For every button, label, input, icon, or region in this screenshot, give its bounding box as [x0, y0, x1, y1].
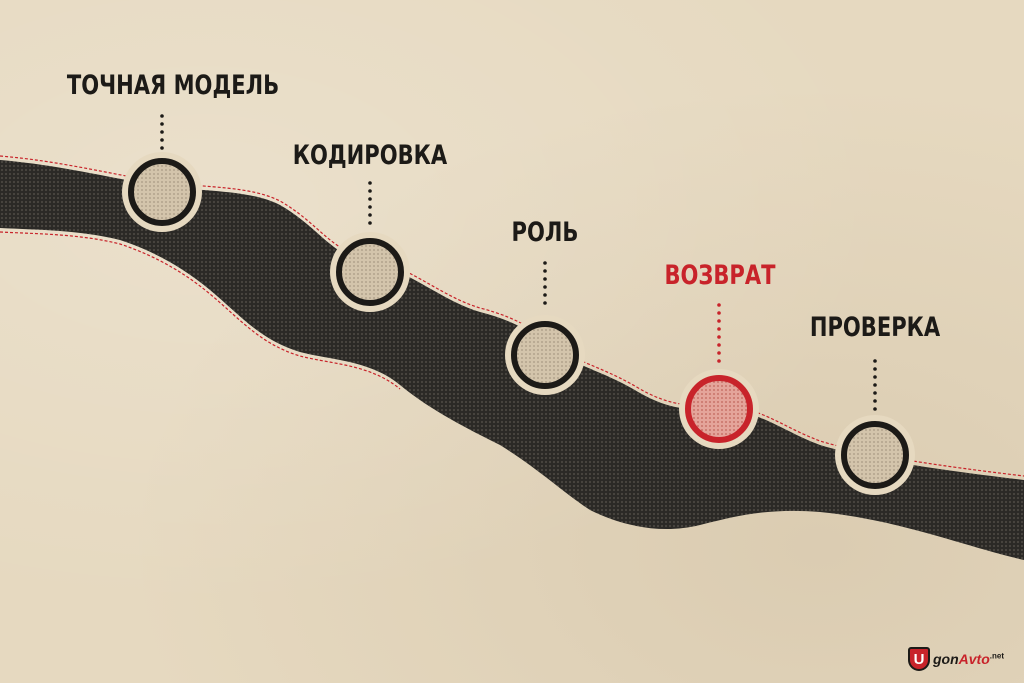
step-node-3 [505, 315, 585, 395]
step-label-4: ВОЗВРАТ [664, 260, 776, 291]
connector-5 [873, 359, 877, 411]
step-node-5 [835, 415, 915, 495]
step-label-1: ТОЧНАЯ МОДЕЛЬ [66, 70, 280, 101]
watermark-logo: U gonAvto.net [907, 647, 1004, 671]
connector-2 [368, 181, 372, 225]
step-label-5: ПРОВЕРКА [809, 312, 941, 343]
step-label-2: КОДИРОВКА [292, 140, 448, 171]
connector-1 [160, 114, 164, 150]
watermark-text: gonAvto.net [932, 651, 1004, 667]
step-node-2 [330, 232, 410, 312]
step-label-3: РОЛЬ [511, 217, 579, 248]
shield-icon: U [907, 647, 930, 671]
step-node-4-highlight [679, 369, 759, 449]
connector-3 [543, 261, 547, 305]
connector-4 [717, 303, 721, 363]
step-node-1 [122, 152, 202, 232]
connector-lines [160, 114, 877, 411]
